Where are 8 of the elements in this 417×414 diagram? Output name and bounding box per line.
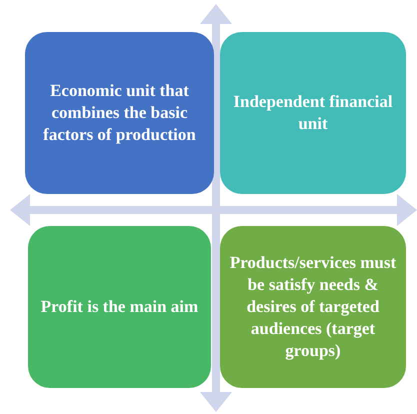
rounded-box [220,32,406,194]
rounded-box [220,226,406,388]
rounded-box [28,226,211,388]
box-text: Profit is the main aim [40,296,198,318]
box-text: Independent financial unit [232,91,394,135]
rounded-box [25,32,214,194]
box-text: Products/services must be satisfy needs & desires of targeted audiences (target groups) [228,252,398,362]
box-text: Economic unit that combines the basic factors of production [42,80,197,146]
